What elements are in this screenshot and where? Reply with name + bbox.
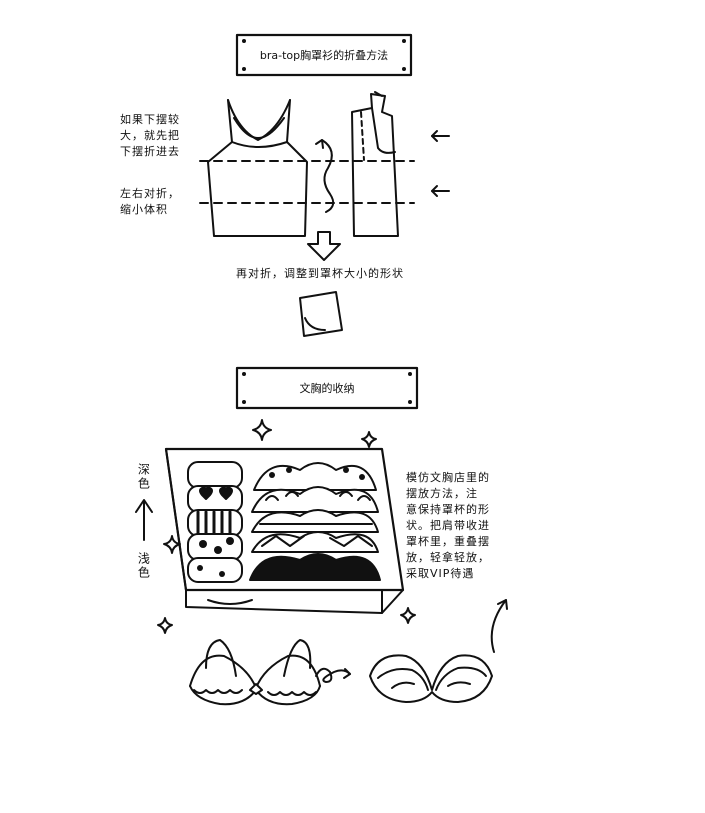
sparkle-icon — [157, 617, 173, 634]
folded-camisole-drawing — [351, 91, 399, 237]
camisole-drawing — [207, 99, 308, 237]
bra-storage-title: 文胸的收纳 — [299, 382, 355, 395]
hem-fold-note: 如果下摆较 大，就先把 下摆折进去 — [120, 113, 180, 158]
title-banner-folding — [235, 33, 413, 77]
light-color-label: 浅色 — [136, 552, 151, 580]
folding-method-title: bra-top胸罩衫的折叠方法 — [259, 49, 389, 62]
left-arrow-lower-icon — [431, 185, 450, 197]
fold-curl-arrow-icon — [315, 139, 335, 213]
folded-square-drawing — [299, 291, 343, 337]
final-fold-note: 再对折，调整到罩杯大小的形状 — [236, 267, 404, 280]
transform-curl-arrow-icon — [315, 667, 351, 683]
folded-items-stack — [187, 461, 243, 583]
stacked-bras-drawing — [249, 462, 381, 581]
sparkle-icon — [163, 535, 181, 554]
drawer-drawing — [164, 447, 405, 614]
left-arrow-upper-icon — [431, 130, 450, 142]
folded-bra-drawing — [369, 654, 493, 703]
sparkle-icon — [252, 419, 272, 441]
curved-up-arrow-icon — [490, 599, 508, 653]
title-banner-storage — [235, 366, 419, 410]
side-fold-note: 左右对折， 缩小体积 — [120, 187, 180, 216]
sparkle-icon — [400, 607, 416, 624]
down-arrow-icon — [307, 231, 341, 261]
dark-color-label: 深色 — [136, 463, 151, 491]
storage-tip-note: 模仿文胸店里的 摆放方法，注 意保持罩杯的形 状。把肩带收进 罩杯里，重叠摆 放… — [406, 471, 490, 580]
sparkle-icon — [361, 431, 377, 448]
bra-with-straps-drawing — [189, 639, 321, 706]
up-arrow-icon — [135, 499, 153, 541]
